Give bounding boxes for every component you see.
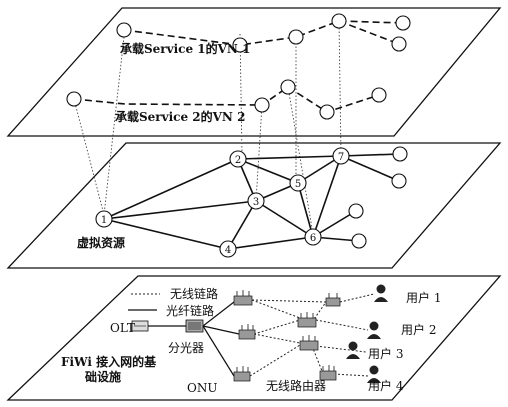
wireless-link-legend-label: 无线链路 <box>170 286 218 301</box>
splitter-device <box>185 319 204 333</box>
svg-text:7: 7 <box>338 152 344 163</box>
wireless-router-3 <box>299 335 319 351</box>
vn2 <box>66 79 387 120</box>
user-1-label: 用户 1 <box>406 290 441 305</box>
virtual-node-5: 5 <box>289 174 307 192</box>
user-4-icon <box>367 365 381 383</box>
user-1-icon <box>374 284 388 302</box>
svg-text:6: 6 <box>310 233 316 244</box>
onu-router-2 <box>238 324 256 340</box>
user-4-label: 用户 4 <box>368 378 404 393</box>
user-3-label: 用户 3 <box>368 346 403 361</box>
svg-text:2: 2 <box>235 155 241 166</box>
wireless-router-label: 无线路由器 <box>266 378 326 393</box>
olt-device <box>131 320 149 332</box>
virtual-node-3: 3 <box>247 192 265 210</box>
user-3-icon <box>346 341 360 359</box>
svg-text:5: 5 <box>295 179 301 190</box>
virtual-node-6: 6 <box>304 228 322 246</box>
wireless-router-2 <box>297 312 317 328</box>
user-2-icon <box>367 321 381 339</box>
virtual-resource-label: 虚拟资源 <box>77 235 125 250</box>
vn1-label: 承载Service 1的VN 1 <box>120 41 250 56</box>
splitter-label: 分光器 <box>168 341 204 355</box>
onu-router-1 <box>233 290 253 306</box>
svg-text:4: 4 <box>225 245 231 256</box>
virtual-node-2: 2 <box>229 150 247 168</box>
wireless-router-1 <box>325 293 341 307</box>
vn1 <box>116 13 411 53</box>
onu-label: ONU <box>187 381 217 395</box>
onu-router-3 <box>233 366 251 382</box>
wireless-router-4 <box>319 365 337 381</box>
legend: 无线链路 光纤链路 <box>128 286 218 318</box>
vn2-label: 承载Service 2的VN 2 <box>115 109 245 124</box>
user-2-label: 用户 2 <box>401 322 436 337</box>
svg-text:1: 1 <box>101 215 107 226</box>
virtual-node-4: 4 <box>219 240 237 258</box>
olt-label: OLT <box>110 321 135 335</box>
fiber-link-legend-label: 光纤链路 <box>166 303 214 318</box>
virtual-node-7: 7 <box>332 147 350 165</box>
svg-text:3: 3 <box>253 197 259 208</box>
fiber-links <box>148 301 240 377</box>
mapping-lines <box>73 20 342 235</box>
fiwi-label-line2: 础设施 <box>85 369 121 384</box>
fiwi-label-line1: FiWi 接入网的基 <box>61 354 157 369</box>
vn-plane <box>6 7 502 137</box>
virtual-node-1: 1 <box>95 210 113 228</box>
